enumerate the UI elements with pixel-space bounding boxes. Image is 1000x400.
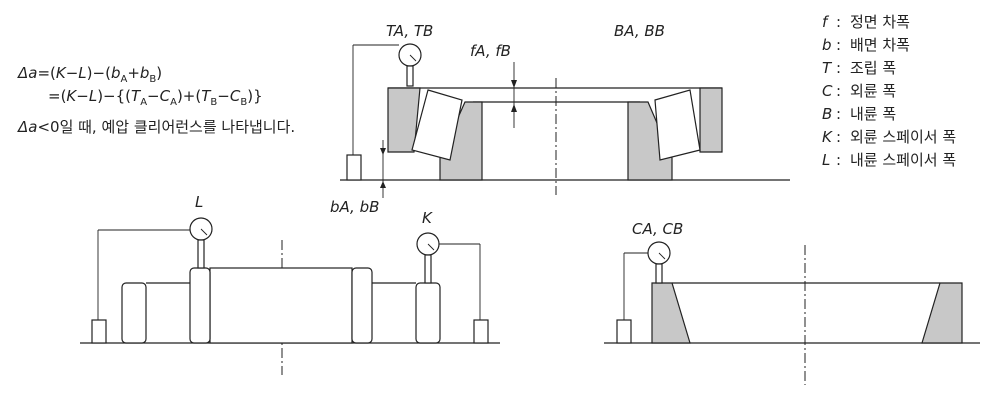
- svg-text::: :: [836, 128, 841, 146]
- bottom-left-assembly: L K: [80, 193, 500, 375]
- label-b-top: BA, BB: [614, 22, 665, 40]
- legend-desc-3: 외륜 폭: [850, 82, 896, 100]
- formula-line-2: =(K−L)−{(TA−CA)+(TB−CB)}: [48, 87, 263, 108]
- legend-sym-3: C: [822, 82, 833, 100]
- legend-desc-4: 내륜 폭: [850, 105, 896, 123]
- svg-text::: :: [836, 82, 841, 100]
- svg-text::: :: [836, 13, 841, 31]
- svg-text::: :: [836, 36, 841, 54]
- label-l: L: [195, 193, 203, 211]
- svg-text::: :: [836, 105, 841, 123]
- label-f: fA, fB: [470, 42, 511, 60]
- legend-desc-1: 배면 차폭: [850, 36, 910, 54]
- svg-text::: :: [836, 59, 841, 77]
- svg-text::: :: [836, 151, 841, 169]
- label-k: K: [422, 209, 433, 227]
- legend-sym-5: K: [822, 128, 833, 146]
- legend-desc-0: 정면 차폭: [850, 13, 910, 31]
- label-t: TA, TB: [386, 22, 433, 40]
- legend-sym-4: B: [822, 105, 832, 123]
- bottom-right-assembly: CA, CB: [604, 220, 980, 385]
- formula-line-3: Δa<0일 때, 예압 클리어런스를 나타냅니다.: [17, 118, 295, 136]
- legend-sym-1: b: [822, 36, 832, 54]
- legend-sym-2: T: [822, 59, 833, 77]
- legend-desc-2: 조립 폭: [850, 59, 896, 77]
- label-b-low: bA, bB: [330, 198, 379, 216]
- legend-sym-6: L: [822, 151, 830, 169]
- label-c: CA, CB: [632, 220, 683, 238]
- legend: f : 정면 차폭 b : 배면 차폭 T : 조립 폭 C : 외륜 폭 B …: [822, 13, 956, 169]
- legend-sym-0: f: [822, 13, 830, 31]
- formula-line-1: Δa=(K−L)−(bA+bB): [17, 64, 162, 85]
- legend-desc-5: 외륜 스페이서 폭: [850, 128, 956, 146]
- legend-desc-6: 내륜 스페이서 폭: [850, 151, 956, 169]
- top-bearing-assembly: TA, TB fA, fB BA, BB bA, bB: [330, 22, 790, 216]
- formula-block: Δa=(K−L)−(bA+bB) =(K−L)−{(TA−CA)+(TB−CB)…: [17, 64, 295, 136]
